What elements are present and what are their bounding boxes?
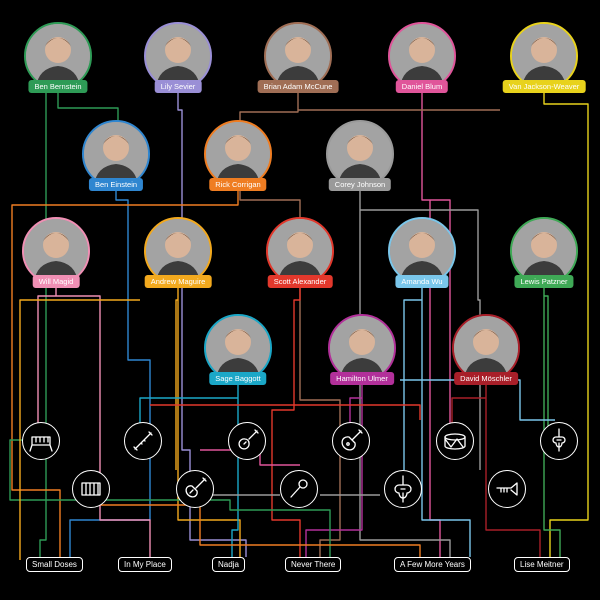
person-andrew-maguire: Andrew Maguire [128,217,228,297]
person-name: Corey Johnson [328,178,392,191]
accordion-icon [72,470,110,508]
connection-line [175,287,241,557]
person-daniel-blum: Daniel Blum [372,22,472,102]
song-never-there: Never There [285,557,342,572]
person-name: Ben Einstein [88,178,144,191]
person-name: Will Magid [32,275,80,288]
person-david-moschler: David Möschler [436,314,536,394]
person-sage-baggott: Sage Baggott [188,314,288,394]
drum-icon [436,422,474,460]
person-name: Andrew Maguire [144,275,212,288]
person-ben-bernstein: Ben Bernstein [8,22,108,102]
person-name: Hamilton Ulmer [330,372,394,385]
person-name: Sage Baggott [209,372,267,385]
person-will-magid: Will Magid [6,217,106,297]
person-van-jackson-weaver: Van Jackson-Weaver [494,22,594,102]
person-rick-corrigan: Rick Corrigan [188,120,288,200]
person-name: Lily Sevier [154,80,202,93]
person-name: Ben Bernstein [28,80,88,93]
connection-line [19,299,140,560]
song-a-few-more-years: A Few More Years [394,557,471,572]
person-name: Brian Adam McCune [257,80,339,93]
person-hamilton-ulmer: Hamilton Ulmer [312,314,412,394]
person-corey-johnson: Corey Johnson [310,120,410,200]
avatar [388,22,456,90]
connection-line [9,439,331,557]
connection-line [37,287,151,557]
connection-line [177,92,247,557]
piano-icon [22,422,60,460]
clarinet-icon [124,422,162,460]
person-name: Daniel Blum [395,80,449,93]
connection-line [403,287,471,557]
connection-line [451,384,541,557]
connection-line [11,190,239,557]
person-brian-adam-mccune: Brian Adam McCune [248,22,348,102]
avatar [144,22,212,90]
person-ben-einstein: Ben Einstein [66,120,166,200]
connection-line [543,92,589,557]
connection-line [139,384,239,557]
connection-line [305,384,363,557]
person-name: Lewis Patzner [514,275,574,288]
song-in-my-place: In My Place [118,557,172,572]
person-name: Rick Corrigan [209,178,267,191]
person-scott-alexander: Scott Alexander [250,217,350,297]
avatar [326,120,394,188]
person-name: Van Jackson-Weaver [502,80,586,93]
person-lewis-patzner: Lewis Patzner [494,217,594,297]
cello-icon [384,470,422,508]
microphone-icon [280,470,318,508]
connection-line [150,404,421,420]
connection-line [89,488,421,557]
avatar [204,314,272,382]
person-name: Scott Alexander [267,275,333,288]
avatar [204,120,272,188]
avatar [22,217,90,285]
person-name: Amanda Wu [395,275,449,288]
person-lily-sevier: Lily Sevier [128,22,228,102]
song-nadja: Nadja [212,557,245,572]
person-name: David Möschler [454,372,518,385]
song-small-doses: Small Doses [26,557,83,572]
connection-line [69,190,151,557]
connection-line [543,287,561,557]
song-lise-meitner: Lise Meitner [514,557,570,572]
guitar-icon [228,422,266,460]
violin-icon [540,422,578,460]
bass-guitar-icon [176,470,214,508]
avatar [266,217,334,285]
trumpet-icon [488,470,526,508]
mandolin-icon [332,422,370,460]
person-amanda-wu: Amanda Wu [372,217,472,297]
connection-line [271,287,301,557]
avatar [452,314,520,382]
avatar [264,22,332,90]
